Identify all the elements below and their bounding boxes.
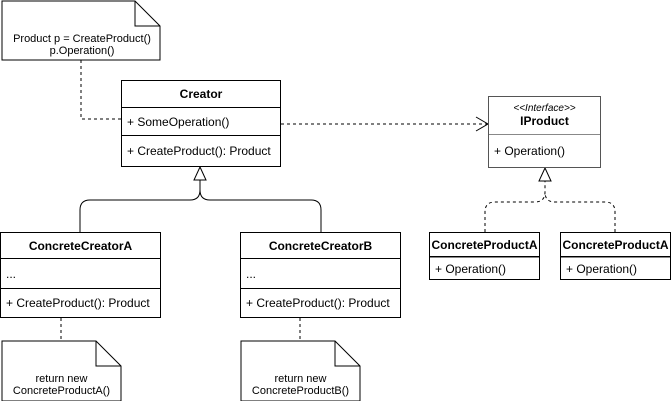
class-concrete-creator-b-op: + CreateProduct(): Product [246,296,390,310]
class-concrete-creator-b-attrs: ... [241,259,400,289]
class-concrete-creator-b-name: ConcreteCreatorB [241,233,400,259]
class-concrete-creator-a-name: ConcreteCreatorA [1,233,160,259]
realization-product-1 [484,181,546,232]
class-concrete-creator-b[interactable]: ConcreteCreatorB ... + CreateProduct(): … [240,232,401,318]
note-creator-b [240,340,361,401]
note-a-line2: ConcreteProductA() [12,385,111,397]
note-creator-a [1,340,122,401]
class-creator-op-some: + SomeOperation() [122,108,280,136]
realization-triangle-iproduct [538,166,552,182]
class-concrete-creator-a[interactable]: ConcreteCreatorA ... + CreateProduct(): … [0,232,161,318]
note-top-line1: Product p = CreateProduct() [13,33,151,45]
interface-iproduct-op: + Operation() [494,144,566,158]
note-b-text: return new ConcreteProductB() [241,373,360,397]
class-concrete-product-2-op: + Operation() [561,257,670,279]
note-top-text: Product p = CreateProduct() p.Operation(… [2,33,162,57]
inheritance-creator-b [199,189,322,232]
class-concrete-product-2[interactable]: ConcreteProductA + Operation() [560,232,671,280]
class-creator-name: Creator [122,81,280,108]
interface-iproduct-header: <<Interface>> IProduct [489,97,600,135]
class-concrete-product-2-name: ConcreteProductA [561,233,670,257]
realization-product-2 [544,191,616,232]
class-concrete-creator-a-op: + CreateProduct(): Product [6,296,150,310]
note-a-line1: return new [35,373,88,385]
note-top-line2: p.Operation() [49,45,115,57]
note-top-connector [80,60,121,120]
class-concrete-product-1-name: ConcreteProductA [430,233,539,257]
interface-iproduct[interactable]: <<Interface>> IProduct + Operation() [488,96,601,168]
class-concrete-product-1[interactable]: ConcreteProductA + Operation() [429,232,540,280]
class-concrete-product-1-op: + Operation() [430,257,539,279]
note-b-line2: ConcreteProductB() [251,385,350,397]
interface-stereotype: <<Interface>> [513,103,576,114]
interface-iproduct-name: IProduct [520,114,569,128]
class-creator[interactable]: Creator + SomeOperation() + CreateProduc… [121,80,281,167]
class-creator-op-create: + CreateProduct(): Product [127,144,271,158]
class-concrete-creator-a-attrs: ... [1,259,160,289]
note-a-text: return new ConcreteProductA() [2,373,121,397]
note-top [1,0,161,61]
inheritance-creator-a [79,180,201,232]
inheritance-triangle-creator [193,165,207,181]
note-b-line1: return new [274,373,327,385]
